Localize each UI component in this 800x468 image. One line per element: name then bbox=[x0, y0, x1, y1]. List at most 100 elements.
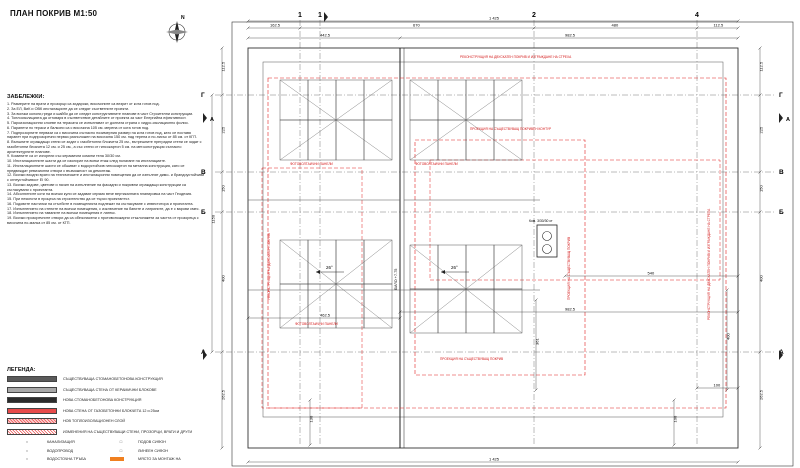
drawing-labels: 1124ГГВВББААААКом. 3/30/30 ст26°26°БИЛО … bbox=[201, 12, 790, 462]
pv-panel bbox=[279, 239, 309, 285]
dimension-tick bbox=[758, 46, 762, 50]
pv-panel bbox=[465, 288, 495, 334]
axis-label-right: Г bbox=[779, 92, 783, 99]
dimension-label: 100 bbox=[673, 415, 678, 422]
section-label: А bbox=[786, 117, 790, 123]
dimension-tick bbox=[736, 26, 740, 30]
note-item: 5. Пароизолационни слоеве на терасата се… bbox=[7, 121, 189, 125]
note-item: 6. Парапети по тераси и балкони са с вис… bbox=[7, 125, 150, 130]
dimension-tick bbox=[246, 316, 250, 320]
structural-grid bbox=[215, 20, 775, 445]
slope-arrowhead-icon bbox=[441, 270, 445, 274]
axis-label-right: А bbox=[779, 349, 784, 356]
dimension-tick bbox=[758, 170, 762, 174]
pv-panel bbox=[307, 79, 337, 121]
pv-panel bbox=[279, 79, 309, 121]
note-item: 14. Абсолютните коти на всички кули се з… bbox=[7, 192, 193, 197]
axis-label-left: В bbox=[201, 169, 206, 176]
dimension-tick bbox=[758, 210, 762, 214]
section-arrow-icon bbox=[203, 350, 207, 360]
pv-panel bbox=[335, 119, 365, 161]
dimension-tick bbox=[308, 398, 312, 402]
dimension-tick bbox=[736, 460, 740, 464]
note-item: 13. Всички зидове, цветове и начин на из… bbox=[7, 182, 186, 192]
pv-panel bbox=[363, 119, 393, 161]
legend-symbol-row: МЯСТО ЗА МОНТАЖ НА bbox=[104, 455, 181, 463]
dimension-label: 112.5 bbox=[714, 23, 724, 28]
dimension-label: 112.5 bbox=[759, 61, 764, 71]
dimension-tick bbox=[220, 93, 224, 97]
legend-label: ИЗМЕНЕНИЯ НА СЪЩЕСТВУВАЩИ СТЕНИ, ПРОЗОРЦ… bbox=[63, 429, 193, 434]
dimension-label: 262.5 bbox=[759, 389, 764, 400]
pv-panel bbox=[363, 79, 393, 121]
note-item: 10. Инсталационните шахти да се изолират… bbox=[7, 159, 167, 163]
note-item: 19. Всички прозоречните отвори да са обе… bbox=[7, 216, 199, 225]
existing-roof-contour bbox=[414, 139, 586, 376]
axis-label-top: 2 bbox=[532, 12, 536, 19]
dimension-label: 442.5 bbox=[320, 33, 331, 38]
pv-panel bbox=[279, 119, 309, 161]
dimension-label: 1150 bbox=[211, 214, 216, 223]
panel-cross bbox=[279, 239, 393, 329]
dimension-label: 225 bbox=[759, 126, 764, 133]
sheet-title: ПЛАН ПОКРИВ М1:50 bbox=[10, 9, 98, 18]
dimension-tick bbox=[758, 93, 762, 97]
axis-label-right: В bbox=[779, 169, 784, 176]
red-annotation-label: ФОТОВОЛТАИЧНИ ПАНЕЛИ bbox=[290, 162, 334, 166]
dimension-tick bbox=[298, 26, 302, 30]
red-annotation-label: РЕКОНСТРУКЦИЯ НА ДВУСКАТЕН ПОКРИВ bbox=[267, 233, 271, 300]
dimension-label: 1 425 bbox=[489, 457, 500, 462]
symbol-circle-icon: ○ bbox=[25, 448, 29, 453]
legend-symbol-row: ○ВОДОСТОЧНА ТРЪБА bbox=[7, 455, 86, 463]
note-item: 9. Комините са от изгорели със керамични… bbox=[7, 154, 121, 159]
red-annotation-label: ПРОЕКЦИЯ НА СЪЩЕСТВУВАЩ ПОКРИВ bbox=[567, 237, 571, 300]
dimension-label: 462.5 bbox=[320, 313, 331, 318]
dimension-tick bbox=[210, 350, 214, 354]
dimension-label: 1 425 bbox=[489, 16, 500, 21]
orange-swatch-icon bbox=[110, 457, 124, 462]
pv-panel bbox=[409, 79, 439, 121]
red-annotation-label: ПРОЕКЦИЯ НА СЪЩЕСТВУВАЩ ПОКРИВ bbox=[440, 357, 503, 361]
legend-label: СЪЩЕСТВУВАЩА СТОМАНОБЕТОНОВА КОНСТРУКЦИЯ bbox=[63, 377, 163, 381]
symbol-circle-icon: ○ bbox=[25, 440, 29, 444]
dimension-tick bbox=[736, 36, 740, 40]
section-arrow-icon bbox=[779, 113, 783, 123]
svg-text:N: N bbox=[181, 15, 185, 21]
dimension-label: 982.5 bbox=[565, 307, 576, 312]
legend-symbol-label: ЛИНЕЕН СИФОН bbox=[138, 448, 168, 453]
pv-panel bbox=[493, 288, 523, 334]
pv-panel bbox=[363, 283, 393, 329]
dimension-tick bbox=[534, 298, 538, 302]
note-item: 11. Инсталационните шахти се обшиват с в… bbox=[7, 163, 185, 173]
dimension-tick bbox=[210, 93, 214, 97]
section-arrow-icon bbox=[779, 350, 783, 360]
sheet-frame bbox=[231, 21, 794, 467]
dimension-label: 130 bbox=[309, 415, 314, 422]
chimney-label: Ком. 3/30/30 ст bbox=[529, 219, 553, 223]
panel-cross bbox=[409, 79, 523, 161]
dimension-tick bbox=[220, 210, 224, 214]
axis-label-top: 1 bbox=[298, 12, 302, 19]
dimension-tick bbox=[725, 388, 729, 392]
pv-panel bbox=[335, 79, 365, 121]
dimension-tick bbox=[758, 350, 762, 354]
wall-outline bbox=[262, 61, 724, 418]
dimension-label: 670 bbox=[413, 23, 420, 28]
dimension-tick bbox=[563, 274, 567, 278]
existing-roof-contour bbox=[267, 77, 727, 409]
chimney bbox=[536, 224, 558, 258]
dimension-label: 150 bbox=[221, 185, 226, 192]
axis-arrow-icon bbox=[324, 12, 328, 22]
pv-panel bbox=[465, 79, 495, 121]
dimension-tick bbox=[220, 446, 224, 450]
axis-label-top: 4 bbox=[695, 12, 699, 19]
legend-swatch bbox=[7, 418, 57, 424]
slope-label: 26° bbox=[451, 265, 458, 270]
dimension-tick bbox=[246, 19, 250, 23]
pv-panel bbox=[465, 244, 495, 290]
dimension-tick bbox=[534, 388, 538, 392]
legend-swatch bbox=[7, 386, 57, 393]
legend-label: СЪЩЕСТВУВАЩА СТЕНА ОТ КЕРАМИЧНИ БЛОКОВЕ bbox=[63, 387, 157, 392]
dimension-tick bbox=[736, 386, 740, 390]
